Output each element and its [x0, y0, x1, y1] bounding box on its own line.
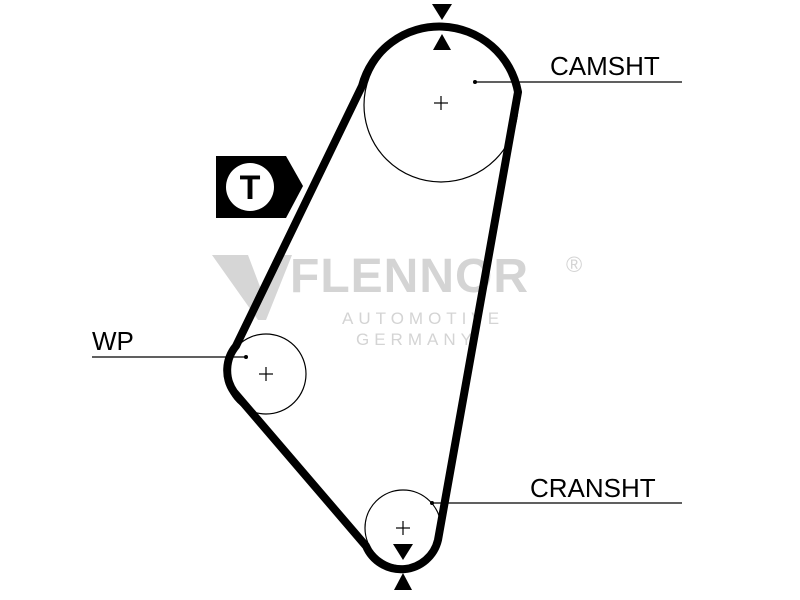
watermark-line-1: AUTOMOTIVE	[342, 309, 504, 328]
tensioner-marker: T	[216, 156, 303, 218]
crankshaft-label: CRANSHT	[530, 473, 656, 503]
crankshaft-center-icon	[396, 521, 410, 535]
camshaft-center-icon	[434, 96, 448, 110]
crankshaft-timing-mark-icon	[393, 544, 413, 590]
camshaft-timing-mark-icon	[432, 4, 452, 50]
watermark-registered: ®	[566, 252, 582, 277]
timing-belt	[223, 22, 522, 574]
tensioner-circle	[226, 163, 274, 211]
watermark-brand: FLENNOR	[290, 250, 529, 303]
camshaft-label: CAMSHT	[550, 51, 660, 81]
leader-lines	[92, 81, 682, 504]
tensioner-symbol: T	[240, 169, 261, 207]
water-pump-center-icon	[259, 367, 273, 381]
leader-dots	[244, 80, 477, 505]
watermark-line-2: GERMANY	[356, 330, 477, 349]
water-pump-label: WP	[92, 326, 134, 356]
